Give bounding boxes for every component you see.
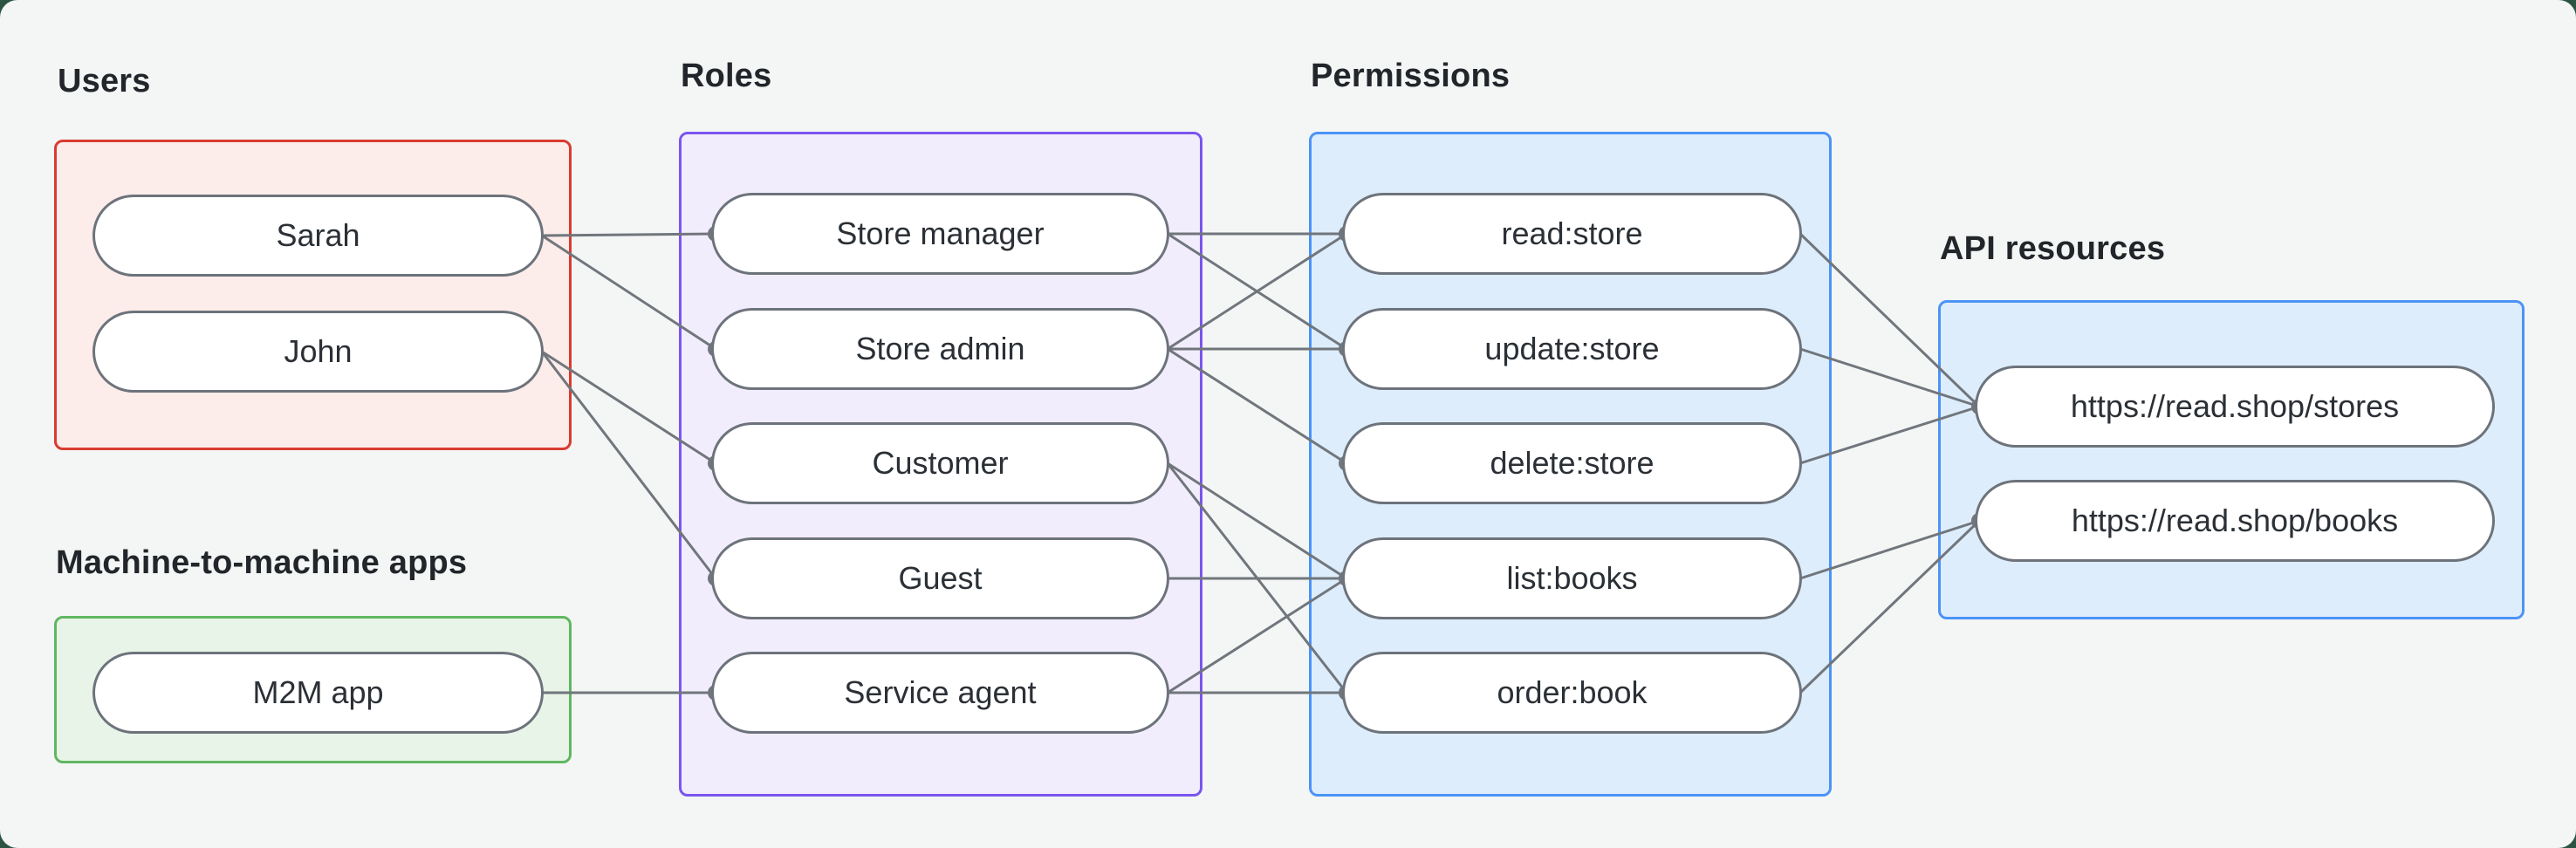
node-sarah: Sarah	[92, 195, 544, 277]
node-m2m-app: M2M app	[92, 652, 544, 734]
node-guest: Guest	[711, 537, 1169, 619]
users-group-title: Users	[58, 63, 151, 99]
edge-sarah-to-store-manager	[541, 232, 716, 237]
node-stores-api: https://read.shop/stores	[1975, 366, 2495, 448]
edge-service-agent-to-list-books	[1167, 577, 1347, 694]
edge-read-store-to-stores-api	[1798, 232, 1981, 408]
api-resources-group-box	[1938, 300, 2525, 619]
edge-john-to-customer	[541, 350, 716, 465]
edge-list-books-to-books-api	[1799, 519, 1980, 580]
api-resources-group-title: API resources	[1940, 230, 2166, 267]
node-service-agent: Service agent	[711, 652, 1169, 734]
edge-store-admin-to-delete-store	[1167, 347, 1347, 465]
node-store-admin: Store admin	[711, 308, 1169, 390]
edge-order-book-to-books-api	[1798, 519, 1981, 694]
edge-customer-to-list-books	[1167, 462, 1347, 580]
permissions-group-title: Permissions	[1311, 58, 1511, 94]
edge-store-admin-to-read-store	[1167, 232, 1347, 351]
node-list-books: list:books	[1342, 537, 1802, 619]
edge-sarah-to-store-admin	[541, 234, 716, 351]
node-order-book: order:book	[1342, 652, 1802, 734]
node-store-manager: Store manager	[711, 193, 1169, 275]
edge-delete-store-to-stores-api	[1799, 405, 1980, 465]
node-update-store: update:store	[1342, 308, 1802, 390]
node-read-store: read:store	[1342, 193, 1802, 275]
users-group-box	[54, 140, 572, 450]
node-customer: Customer	[711, 422, 1169, 504]
roles-group-title: Roles	[681, 58, 772, 94]
node-books-api: https://read.shop/books	[1975, 480, 2495, 562]
node-john: John	[92, 311, 544, 393]
m2m-group-title: Machine-to-machine apps	[56, 544, 468, 581]
node-delete-store: delete:store	[1342, 422, 1802, 504]
edge-update-store-to-stores-api	[1799, 347, 1980, 408]
edge-john-to-guest	[540, 351, 717, 579]
